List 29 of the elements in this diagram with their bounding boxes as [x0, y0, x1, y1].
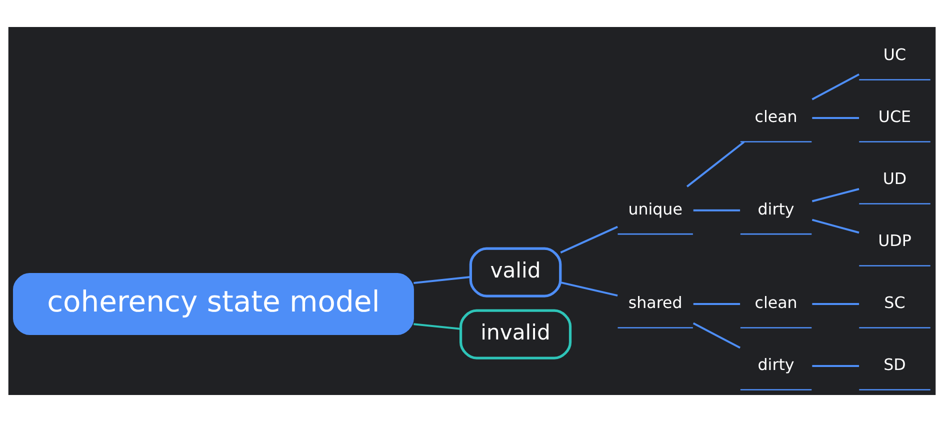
node-text: UD: [882, 169, 907, 188]
node-box: valid: [469, 247, 562, 298]
node-text: SC: [884, 293, 906, 312]
node-text: clean: [754, 107, 798, 126]
connector: [414, 323, 461, 330]
node-text: dirty: [758, 199, 794, 218]
connector: [414, 276, 470, 284]
connector: [560, 226, 618, 254]
connector: [812, 74, 860, 100]
node-box: invalid: [459, 309, 572, 360]
connector: [692, 322, 740, 349]
connector: [812, 188, 860, 202]
node-text: UDP: [878, 231, 912, 250]
node-text: UC: [883, 45, 906, 64]
node-text: clean: [754, 293, 798, 312]
node-text: dirty: [758, 355, 794, 374]
node-text: shared: [628, 293, 682, 312]
connector: [560, 281, 618, 297]
connector: [812, 117, 860, 119]
node-text: SD: [884, 355, 906, 374]
connector: [812, 218, 860, 234]
node-box: coherency state model: [13, 272, 414, 335]
connector: [812, 365, 860, 367]
connector: [686, 141, 745, 188]
node-text: unique: [628, 199, 682, 218]
connector: [693, 209, 740, 212]
node-text: UCE: [878, 107, 912, 126]
connector: [812, 303, 860, 305]
connector: [693, 303, 740, 305]
